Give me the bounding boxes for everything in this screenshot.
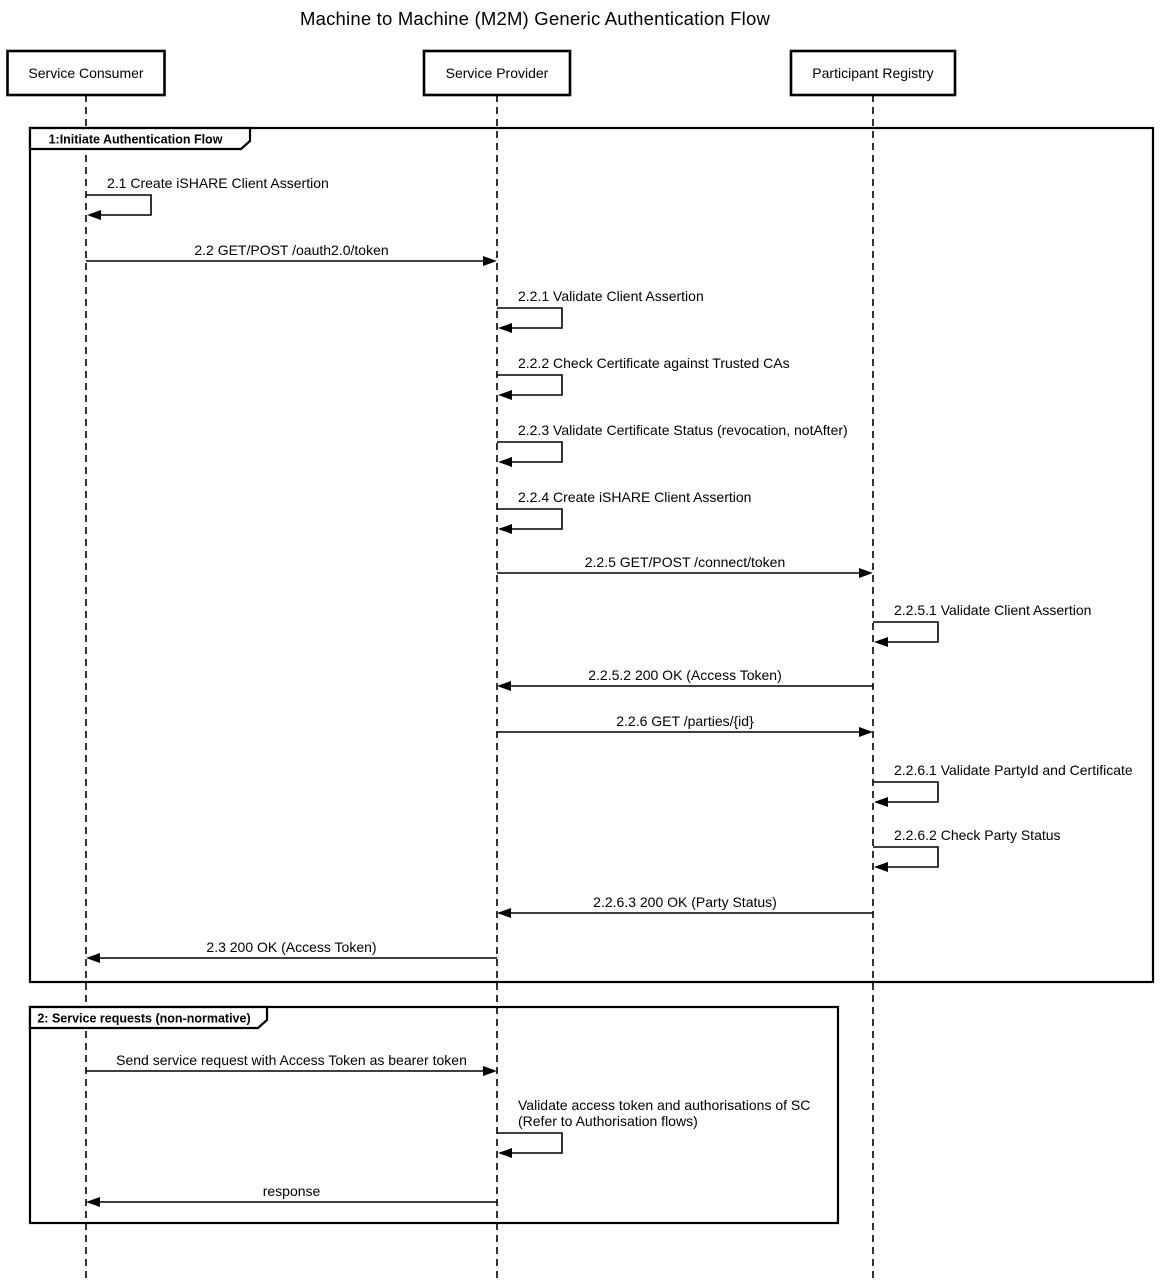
message-14: 2.3 200 OK (Access Token) bbox=[86, 939, 497, 963]
actor-label: Participant Registry bbox=[812, 65, 933, 81]
arrowhead-icon bbox=[874, 862, 888, 872]
arrowhead-icon bbox=[497, 681, 511, 691]
arrowhead-icon bbox=[483, 256, 497, 266]
message-label: 2.2.4 Create iSHARE Client Assertion bbox=[518, 489, 751, 505]
message-label: Send service request with Access Token a… bbox=[116, 1052, 467, 1068]
message-label: 2.2.5.1 Validate Client Assertion bbox=[894, 602, 1091, 618]
frame-tab bbox=[28, 1005, 269, 1030]
frame-label: 2: Service requests (non-normative) bbox=[37, 1012, 250, 1026]
arrowhead-icon bbox=[498, 524, 512, 534]
actor-box bbox=[422, 49, 572, 97]
message-9: 2.2.5.2 200 OK (Access Token) bbox=[497, 667, 873, 691]
message-label: 2.2.2 Check Certificate against Trusted … bbox=[518, 355, 790, 371]
message-1: 2.1 Create iSHARE Client Assertion bbox=[86, 175, 329, 220]
message-label: 2.2.6 GET /parties/{id} bbox=[616, 713, 754, 729]
self-message-line bbox=[873, 846, 939, 868]
self-message-line bbox=[497, 441, 563, 463]
message-8: 2.2.5.1 Validate Client Assertion bbox=[873, 602, 1091, 647]
message-4: 2.2.2 Check Certificate against Trusted … bbox=[497, 355, 790, 400]
arrowhead-icon bbox=[874, 637, 888, 647]
message-3: 2.2.1 Validate Client Assertion bbox=[497, 288, 704, 333]
self-message-line bbox=[497, 307, 563, 329]
message-label: 2.2.6.2 Check Party Status bbox=[894, 827, 1061, 843]
actor-service-consumer: Service Consumer bbox=[6, 49, 166, 97]
arrowhead-icon bbox=[86, 1197, 100, 1207]
self-message-line bbox=[497, 1132, 563, 1154]
message-5: 2.2.3 Validate Certificate Status (revoc… bbox=[497, 422, 848, 467]
message-11: 2.2.6.1 Validate PartyId and Certificate bbox=[873, 762, 1133, 807]
actor-label: Service Consumer bbox=[28, 65, 143, 81]
self-message-line bbox=[497, 508, 563, 530]
frame-tab bbox=[28, 126, 252, 151]
message-2: 2.2 GET/POST /oauth2.0/token bbox=[86, 242, 497, 266]
arrowhead-icon bbox=[859, 727, 873, 737]
diagram-title: Machine to Machine (M2M) Generic Authent… bbox=[299, 8, 771, 29]
frame-border bbox=[28, 1005, 840, 1225]
self-message-line bbox=[497, 374, 563, 396]
arrowhead-icon bbox=[498, 1148, 512, 1158]
message-label: 2.2.1 Validate Client Assertion bbox=[518, 288, 704, 304]
actor-box bbox=[6, 49, 166, 97]
message-label: 2.2.5.2 200 OK (Access Token) bbox=[588, 667, 782, 683]
message-label: 2.2 GET/POST /oauth2.0/token bbox=[194, 242, 388, 258]
arrowhead-icon bbox=[874, 797, 888, 807]
arrowhead-icon bbox=[86, 953, 100, 963]
message-16: Validate access token and authorisations… bbox=[497, 1097, 810, 1158]
message-7: 2.2.5 GET/POST /connect/token bbox=[497, 554, 873, 578]
message-label: response bbox=[263, 1183, 321, 1199]
frame-border bbox=[28, 126, 1155, 984]
arrowhead-icon bbox=[498, 323, 512, 333]
message-label: (Refer to Authorisation flows) bbox=[518, 1113, 698, 1129]
frame-1: 1:Initiate Authentication Flow bbox=[28, 126, 1155, 984]
message-label: 2.2.3 Validate Certificate Status (revoc… bbox=[518, 422, 848, 438]
message-13: 2.2.6.3 200 OK (Party Status) bbox=[497, 894, 873, 918]
message-label: 2.3 200 OK (Access Token) bbox=[206, 939, 376, 955]
message-label: 2.1 Create iSHARE Client Assertion bbox=[107, 175, 329, 191]
actor-participant-registry: Participant Registry bbox=[789, 49, 957, 97]
frame-label: 1:Initiate Authentication Flow bbox=[49, 133, 223, 147]
arrowhead-icon bbox=[498, 390, 512, 400]
arrowhead-icon bbox=[483, 1066, 497, 1076]
message-6: 2.2.4 Create iSHARE Client Assertion bbox=[497, 489, 751, 534]
message-15: Send service request with Access Token a… bbox=[86, 1052, 497, 1076]
actor-service-provider: Service Provider bbox=[422, 49, 572, 97]
arrowhead-icon bbox=[497, 908, 511, 918]
message-10: 2.2.6 GET /parties/{id} bbox=[497, 713, 873, 737]
arrowhead-icon bbox=[859, 568, 873, 578]
self-message-line bbox=[873, 781, 939, 803]
message-label: 2.2.5 GET/POST /connect/token bbox=[585, 554, 786, 570]
arrowhead-icon bbox=[87, 210, 101, 220]
message-17: response bbox=[86, 1183, 497, 1207]
arrowhead-icon bbox=[498, 457, 512, 467]
message-label: Validate access token and authorisations… bbox=[518, 1097, 810, 1113]
self-message-line bbox=[873, 621, 939, 643]
self-message-line bbox=[86, 194, 152, 216]
actor-box bbox=[789, 49, 957, 97]
message-12: 2.2.6.2 Check Party Status bbox=[873, 827, 1061, 872]
message-label: 2.2.6.3 200 OK (Party Status) bbox=[593, 894, 777, 910]
message-label: 2.2.6.1 Validate PartyId and Certificate bbox=[894, 762, 1133, 778]
actor-label: Service Provider bbox=[446, 65, 549, 81]
frame-2: 2: Service requests (non-normative) bbox=[28, 1005, 840, 1225]
